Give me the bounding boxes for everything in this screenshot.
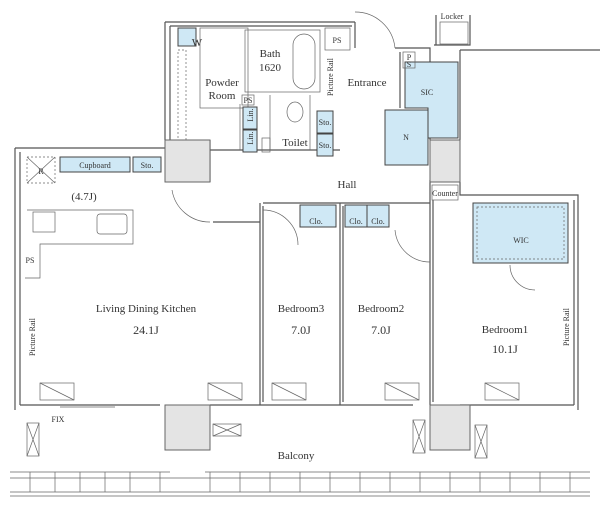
fix-label: FIX: [52, 415, 65, 424]
entrance-label: Entrance: [347, 77, 386, 89]
aircon-units: [39, 382, 520, 401]
bath-label: Bath: [260, 48, 281, 60]
counter-box: [431, 184, 459, 201]
closet-bedroom3: [299, 204, 337, 228]
column: [429, 139, 461, 183]
pipe-space-entrance: [402, 51, 416, 69]
bedroom3-label: Bedroom3: [278, 303, 325, 315]
cupboard: [59, 156, 131, 173]
wic-label: WIC: [513, 236, 529, 245]
refrigerator-space: [26, 156, 56, 184]
clo-label-2: Clo.: [349, 217, 363, 226]
column: [164, 404, 211, 451]
sic-label: SIC: [421, 88, 433, 97]
counter-label: Counter: [432, 189, 458, 198]
evacuation-hatch: [212, 423, 242, 437]
locker-label: Locker: [441, 12, 464, 21]
bedroom-doors[interactable]: [262, 209, 536, 291]
kitchen-counter: [25, 209, 134, 279]
picture-rail-entrance: Picture Rail: [326, 57, 335, 96]
ps-bath-label: PS: [333, 36, 342, 45]
balcony-railing: [10, 419, 590, 497]
balcony-label: Balcony: [278, 450, 315, 462]
toilet-label: Toilet: [282, 137, 308, 149]
sto-label-2: Sto.: [319, 141, 332, 150]
bedroom3-size: 7.0J: [291, 323, 311, 337]
bedroom1-size: 10.1J: [492, 342, 518, 356]
picture-rail-right: Picture Rail: [562, 307, 571, 346]
vanity-counter: [177, 49, 187, 141]
toilet-bowl: [286, 101, 304, 123]
refrigerator-label: R: [38, 167, 44, 176]
stove-icon: [32, 211, 56, 233]
pipe-space: [324, 27, 351, 51]
bedroom2-label: Bedroom2: [358, 303, 404, 315]
bath-size: 1620: [259, 62, 282, 74]
washer-label: W: [192, 37, 203, 49]
n-label: N: [403, 133, 409, 142]
walk-in-closet: [472, 202, 569, 264]
bathtub: [292, 33, 316, 90]
pipe-space-small: [241, 94, 255, 106]
ldk-size: 24.1J: [133, 323, 159, 337]
column: [429, 404, 471, 451]
ps-left-label: PS: [26, 256, 35, 265]
clo-label-1: Clo.: [309, 217, 323, 226]
powder-room-label-2: Room: [209, 90, 236, 102]
ldk-door[interactable]: [171, 189, 211, 223]
sink-icon: [96, 213, 128, 235]
bedroom2-size: 7.0J: [371, 323, 391, 337]
powder-room-label: Powder: [205, 77, 239, 89]
cupboard-label: Cupboard: [79, 161, 111, 170]
kitchen-size: (4.7J): [71, 191, 97, 203]
ps-entrance-p: P: [407, 53, 412, 62]
hall-label: Hall: [338, 179, 357, 191]
linen-label-1: Lin.: [246, 108, 255, 121]
storage-1: [316, 110, 334, 134]
washer-space: [177, 27, 197, 47]
entrance-door[interactable]: [354, 11, 396, 49]
n-storage: [384, 109, 429, 166]
clo-label-3: Clo.: [371, 217, 385, 226]
ps-entrance-s: S: [407, 60, 411, 69]
column: [164, 139, 211, 183]
linen-1: [242, 106, 258, 130]
kitchen-storage: [132, 156, 162, 173]
locker-box: [439, 21, 469, 45]
sto-label-1: Sto.: [319, 118, 332, 127]
sto-kitchen-label: Sto.: [141, 161, 154, 170]
ldk-label: Living Dining Kitchen: [96, 303, 197, 315]
storage-2: [316, 133, 334, 157]
picture-rail-left: Picture Rail: [28, 317, 37, 356]
linen-2: [242, 129, 258, 153]
closet-bedroom2b: [366, 204, 390, 228]
toilet-paper: [261, 137, 271, 153]
bedroom1-label: Bedroom1: [482, 324, 528, 336]
linen-label-2: Lin.: [246, 131, 255, 144]
powder-vanity: [199, 27, 249, 109]
bathroom: [244, 29, 321, 93]
ps-small-label: PS: [244, 96, 253, 105]
